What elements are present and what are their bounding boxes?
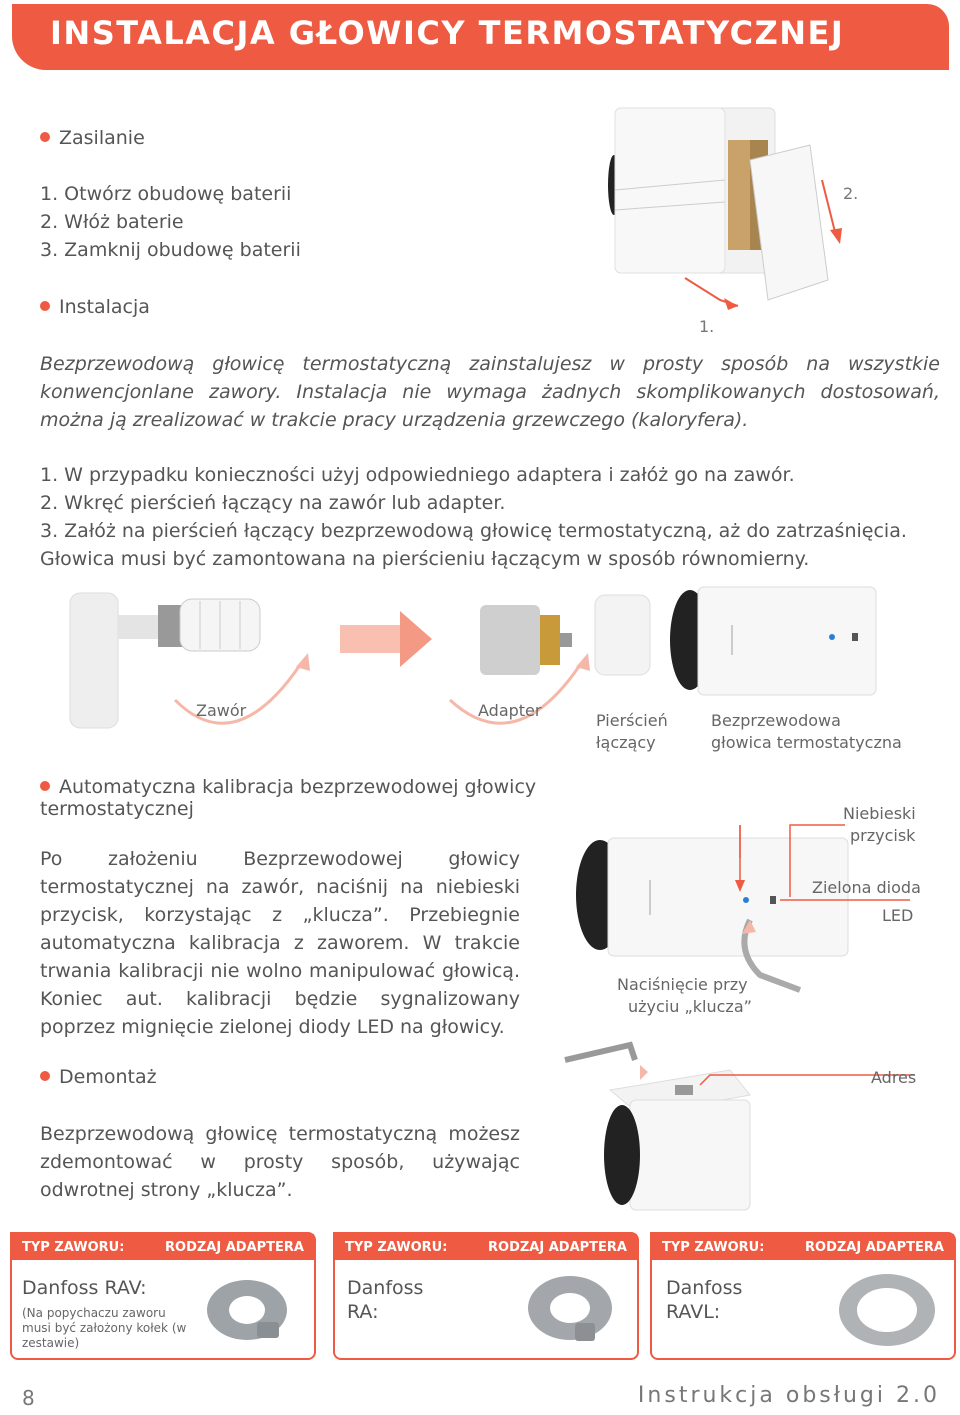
col-valve-type: TYP ZAWORU:: [662, 1239, 765, 1255]
calibration-body: Po założeniu Bezprzewodowej głowicy term…: [40, 848, 520, 1038]
adapter-table-ravl: TYP ZAWORU: RODZAJ ADAPTERA Danfoss RAVL…: [650, 1232, 956, 1360]
adapter-table-rav: TYP ZAWORU: RODZAJ ADAPTERA Danfoss RAV:…: [10, 1232, 316, 1360]
install-heading-text: Instalacja: [59, 296, 150, 318]
label-head-2: głowica termostatyczna: [711, 733, 902, 752]
valve-note: (Na popychaczu zaworu musi być założony …: [22, 1306, 187, 1350]
install-step-2: 2. Wkręć pierścień łączący na zawór lub …: [40, 492, 506, 514]
col-adapter-type: RODZAJ ADAPTERA: [805, 1239, 944, 1255]
callout-2: 2.: [843, 184, 859, 203]
label-adapter: Adapter: [478, 701, 542, 720]
label-ring-1: Pierścień: [596, 711, 668, 730]
power-step-1: 1. Otwórz obudowę baterii: [40, 183, 292, 205]
table-header: TYP ZAWORU: RODZAJ ADAPTERA: [652, 1234, 954, 1260]
label-ring-2: łączący: [596, 733, 656, 752]
calibration-heading-2: termostatycznej: [40, 798, 194, 820]
label-valve: Zawór: [196, 701, 247, 720]
table-header: TYP ZAWORU: RODZAJ ADAPTERA: [335, 1234, 637, 1260]
bullet-icon: [40, 301, 50, 311]
label-press-1: Naciśnięcie przy: [617, 975, 748, 994]
removal-heading: Demontaż: [40, 1063, 157, 1091]
header-banner: [12, 4, 949, 70]
install-step-1: 1. W przypadku konieczności użyj odpowie…: [40, 464, 795, 486]
valve-name-1: Danfoss: [347, 1277, 424, 1299]
power-step-2: 2. Włóż baterie: [40, 211, 184, 233]
label-blue-button-2: przycisk: [850, 826, 916, 845]
label-blue-button-1: Niebieski: [843, 804, 916, 823]
removal-illustration: [564, 1041, 915, 1211]
calibration-illustration: [576, 824, 910, 993]
bullet-icon: [40, 1071, 50, 1081]
label-head-1: Bezprzewodowa: [711, 711, 841, 730]
adapter-rav-image: [207, 1280, 287, 1340]
removal-body: Bezprzewodową głowicę termostatyczną moż…: [40, 1123, 520, 1201]
installation-sequence-illustration: [69, 586, 877, 729]
col-valve-type: TYP ZAWORU:: [345, 1239, 448, 1255]
label-led-1: Zielona dioda: [812, 878, 921, 897]
col-adapter-type: RODZAJ ADAPTERA: [488, 1239, 627, 1255]
install-heading: Instalacja: [40, 293, 150, 321]
power-step-3: 3. Zamknij obudowę baterii: [40, 239, 301, 261]
valve-name-1: Danfoss: [666, 1277, 743, 1299]
adapter-ravl-image: [839, 1274, 935, 1346]
col-adapter-type: RODZAJ ADAPTERA: [165, 1239, 304, 1255]
install-step-3: 3. Załóż na pierścień łączący bezprzewod…: [40, 520, 907, 570]
label-led-2: LED: [882, 906, 914, 925]
table-header: TYP ZAWORU: RODZAJ ADAPTERA: [12, 1234, 314, 1260]
calibration-heading-text: Automatyczna kalibracja bezprzewodowej g…: [59, 776, 537, 798]
removal-heading-text: Demontaż: [59, 1066, 157, 1088]
battery-cover-illustration: [608, 107, 842, 310]
blue-button-dot: [829, 634, 835, 640]
power-heading: Zasilanie: [40, 124, 145, 152]
power-heading-text: Zasilanie: [59, 127, 145, 149]
valve-name: Danfoss RAV:: [22, 1277, 147, 1299]
valve-name-2: RA:: [347, 1301, 379, 1323]
bullet-icon: [40, 132, 50, 142]
install-intro: Bezprzewodową głowicę termostatyczną zai…: [40, 353, 940, 431]
page-title: INSTALACJA GŁOWICY TERMOSTATYCZNEJ: [50, 14, 845, 52]
callout-1: 1.: [699, 317, 715, 336]
calibration-heading-1: Automatyczna kalibracja bezprzewodowej g…: [40, 773, 536, 801]
adapter-table-ra: TYP ZAWORU: RODZAJ ADAPTERA Danfoss RA:: [333, 1232, 639, 1360]
page-number: 8: [22, 1386, 35, 1410]
footer-title: Instrukcja obsługi 2.0: [637, 1383, 940, 1408]
label-address: Adres: [871, 1068, 917, 1087]
label-press-2: użyciu „klucza”: [628, 997, 752, 1016]
adapter-ra-image: [528, 1276, 612, 1341]
col-valve-type: TYP ZAWORU:: [22, 1239, 125, 1255]
valve-name-2: RAVL:: [666, 1301, 721, 1323]
bullet-icon: [40, 781, 50, 791]
